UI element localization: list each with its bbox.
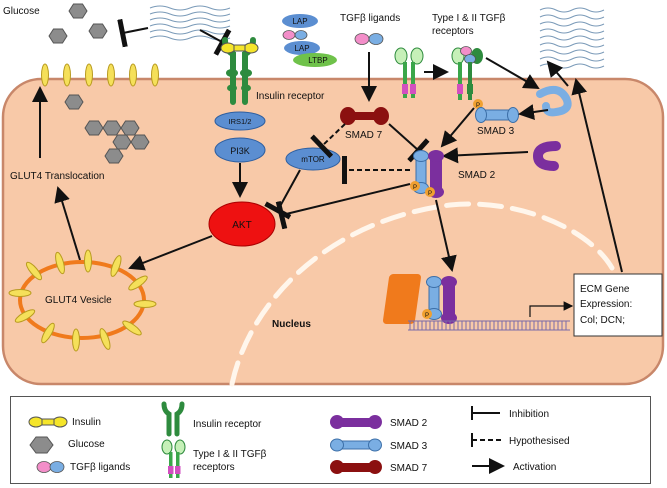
mtor-label: mTOR [301, 155, 325, 164]
ecm-label-2: Expression: [580, 299, 632, 310]
phospho-label-complex-2: P [428, 191, 432, 197]
legend-receptors-label-1: Type I & II TGFβ [193, 449, 267, 460]
smad3-unphosphorylated [536, 85, 572, 117]
phospho-label-complex-1: P [413, 185, 417, 191]
nucleus-label: Nucleus [272, 319, 311, 330]
smad2-smad3-complex [410, 150, 444, 198]
legend-hypothesised-label: Hypothesised [509, 436, 570, 447]
arrow-transcription-to-ecm [529, 301, 574, 317]
inhibition-ecm-glucose [117, 18, 149, 48]
ecm-gene-expression-box [573, 273, 663, 337]
smad2-unphosphorylated [532, 141, 561, 171]
legend-glucose-icon [29, 436, 54, 454]
smad7-protein [340, 107, 389, 125]
smad7-label: SMAD 7 [345, 130, 383, 141]
legend-insulin-receptor-icon [161, 401, 185, 437]
tgfb-ligands-label: TGFβ ligands [340, 13, 400, 24]
arrow-akt-vesicle [128, 235, 213, 271]
tgfb-ligand [354, 33, 384, 45]
arrow-receptor-to-smad3 [485, 57, 540, 89]
legend-insulin-receptor-label: Insulin receptor [193, 419, 262, 430]
lap-label-2: LAP [294, 44, 309, 53]
legend-glucose-label: Glucose [68, 439, 105, 450]
tgfb-receptor-inactive [394, 47, 424, 98]
arrow-smad3-curl-to-p [518, 104, 549, 120]
receptors-label-2: receptors [432, 26, 474, 37]
ecm-label-1: ECM Gene [580, 284, 630, 295]
glut4-vesicle-label: GLUT4 Vesicle [45, 295, 112, 306]
legend-inhibition-icon [471, 406, 500, 420]
tgfb-receptor-active [451, 46, 483, 109]
pi3k-node [214, 137, 266, 163]
irs-label: IRS1/2 [229, 117, 252, 126]
inhibition-ecm-insulin [199, 28, 232, 56]
glut4-translocation-label: GLUT4 Translocation [10, 171, 105, 182]
smad2-label: SMAD 2 [458, 170, 496, 181]
legend-tgfb-label: TGFβ ligands [70, 462, 130, 473]
akt-node [208, 201, 276, 247]
legend-smad2-label: SMAD 2 [390, 418, 428, 429]
phospho-label-nuclear: P [425, 313, 429, 319]
pi3k-label: PI3K [230, 146, 250, 156]
irs-node [214, 111, 266, 131]
legend-insulin-label: Insulin [72, 417, 101, 428]
arrow-smad3-to-ecm [546, 60, 569, 87]
legend-smad3-icon [330, 438, 382, 452]
receptors-label-1: Type I & II TGFβ [432, 13, 506, 24]
dna-strand [408, 320, 570, 331]
lap-label-1: LAP [292, 17, 307, 26]
legend-inhibition-label: Inhibition [509, 409, 549, 420]
nuclear-transcription-complex [382, 274, 457, 324]
legend-tgfb-icon [36, 461, 65, 473]
inhibition-smad7-smad2 [388, 123, 430, 163]
ltbp-label: LTBP [308, 56, 327, 65]
akt-label: AKT [232, 220, 251, 231]
arrow-smad2-to-complex [442, 147, 529, 164]
legend-hypothesised-icon [471, 433, 504, 447]
legend-insulin-icon [28, 416, 68, 428]
legend-receptors-label-2: receptors [193, 462, 235, 473]
lap-ltbp-complex [282, 14, 337, 67]
cell-membrane [1, 77, 665, 386]
glut4-vesicle [8, 249, 157, 352]
legend-activation-label: Activation [513, 462, 556, 473]
insulin-receptor-label: Insulin receptor [256, 91, 325, 102]
legend-smad7-icon [330, 460, 382, 474]
legend-smad2-icon [330, 415, 382, 429]
nuclear-envelope [229, 201, 615, 387]
glucose-label: Glucose [3, 6, 40, 17]
legend-smad3-label: SMAD 3 [390, 441, 428, 452]
arrow-receptor-to-complex [440, 107, 475, 148]
insulin-molecule [220, 42, 259, 54]
inhibition-complex-akt [275, 183, 411, 230]
arrow-vesicle-to-translocation [54, 186, 81, 261]
smad3-label: SMAD 3 [477, 126, 515, 137]
legend-tgfb-receptor-icon [161, 439, 186, 478]
hypothesised-smad7-mtor [310, 123, 346, 159]
legend-smad7-label: SMAD 7 [390, 463, 428, 474]
ecm-fibres-right [539, 7, 605, 69]
arrow-ecm-box-to-fibres [571, 78, 623, 273]
phospho-label-receptor: P [476, 103, 480, 109]
arrow-complex-to-nucleus [435, 199, 457, 272]
ecm-label-3: Col; DCN; [580, 315, 625, 326]
